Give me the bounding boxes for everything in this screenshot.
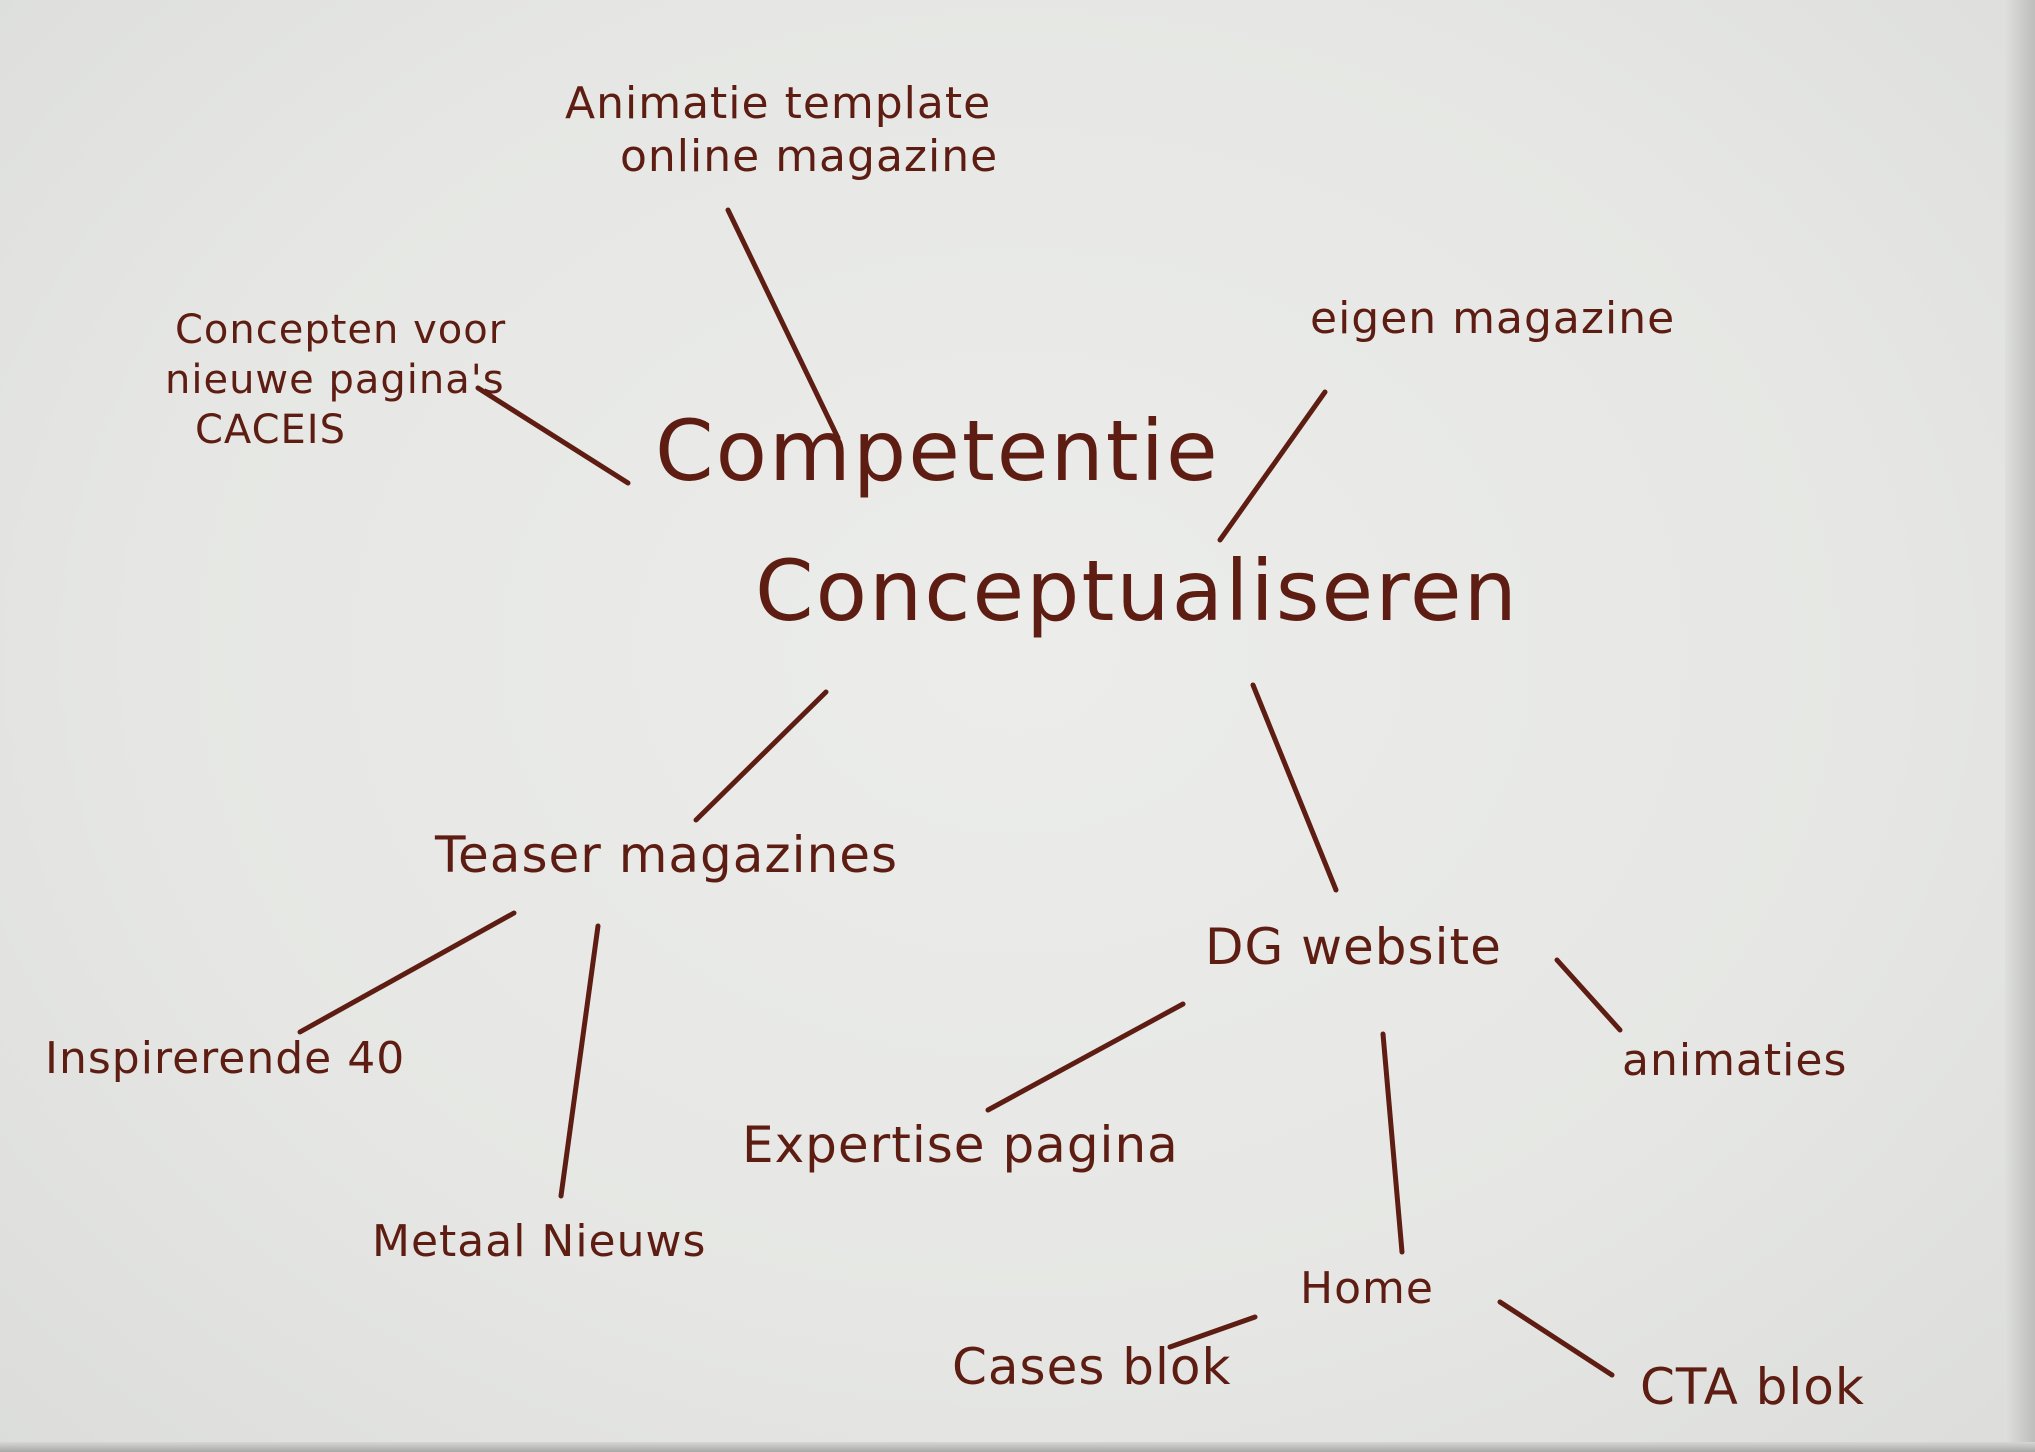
node-concepten-line3: CACEIS — [195, 407, 346, 453]
node-animatie-template-line2: online magazine — [620, 130, 999, 182]
central-topic-second-line: Conceptualiseren — [755, 542, 1519, 640]
connector-center-dg-website — [1250, 682, 1339, 893]
node-animatie-template: Animatie template online magazine — [565, 78, 998, 184]
node-concepten-line2: nieuwe pagina's — [165, 357, 505, 403]
node-animatie-template-line1: Animatie template — [565, 78, 992, 129]
connector-home-cta — [1497, 1299, 1615, 1378]
node-eigen-magazine-label: eigen magazine — [1310, 293, 1676, 344]
node-concepten-line1: Concepten voor — [175, 307, 507, 353]
connector-home-cases — [1167, 1314, 1258, 1350]
paper-edge — [2005, 0, 2035, 1452]
node-inspirerende-40-label: Inspirerende 40 — [45, 1033, 406, 1084]
central-topic: Competentie — [655, 402, 1220, 500]
node-teaser-magazines: Teaser magazines — [435, 828, 898, 883]
node-metaal-nieuws: Metaal Nieuws — [372, 1216, 707, 1267]
node-animaties: animaties — [1622, 1035, 1848, 1086]
node-concepten: Concepten voor nieuwe pagina's CACEIS — [165, 305, 506, 455]
connector-dg-expertise — [985, 1001, 1186, 1113]
node-home-label: Home — [1300, 1263, 1434, 1314]
connector-dg-animaties — [1554, 957, 1623, 1033]
connector-center-concepten — [475, 385, 631, 486]
connector-center-teaser-magazines — [693, 689, 829, 823]
node-cases-blok: Cases blok — [952, 1340, 1231, 1395]
node-cases-blok-label: Cases blok — [952, 1338, 1232, 1396]
connector-center-eigen-magazine — [1217, 389, 1328, 543]
node-metaal-nieuws-label: Metaal Nieuws — [372, 1216, 707, 1267]
node-expertise-pagina: Expertise pagina — [742, 1118, 1179, 1173]
paper-bottom-edge — [0, 1442, 2035, 1452]
node-dg-website: DG website — [1205, 920, 1502, 975]
node-teaser-magazines-label: Teaser magazines — [435, 826, 899, 884]
node-home: Home — [1300, 1263, 1434, 1314]
connector-teaser-inspirerende — [297, 910, 517, 1035]
node-animaties-label: animaties — [1622, 1035, 1848, 1086]
node-eigen-magazine: eigen magazine — [1310, 293, 1676, 344]
node-inspirerende-40: Inspirerende 40 — [45, 1033, 406, 1084]
node-cta-blok: CTA blok — [1640, 1360, 1865, 1415]
connector-dg-home — [1380, 1031, 1405, 1255]
connector-center-animatie-template — [725, 207, 841, 441]
central-topic-line2: Conceptualiseren — [755, 542, 1519, 640]
connector-teaser-metaal-nieuws — [558, 923, 601, 1199]
node-expertise-pagina-label: Expertise pagina — [742, 1116, 1179, 1174]
node-cta-blok-label: CTA blok — [1640, 1358, 1865, 1416]
node-dg-website-label: DG website — [1205, 918, 1502, 976]
central-topic-line1: Competentie — [655, 402, 1220, 500]
